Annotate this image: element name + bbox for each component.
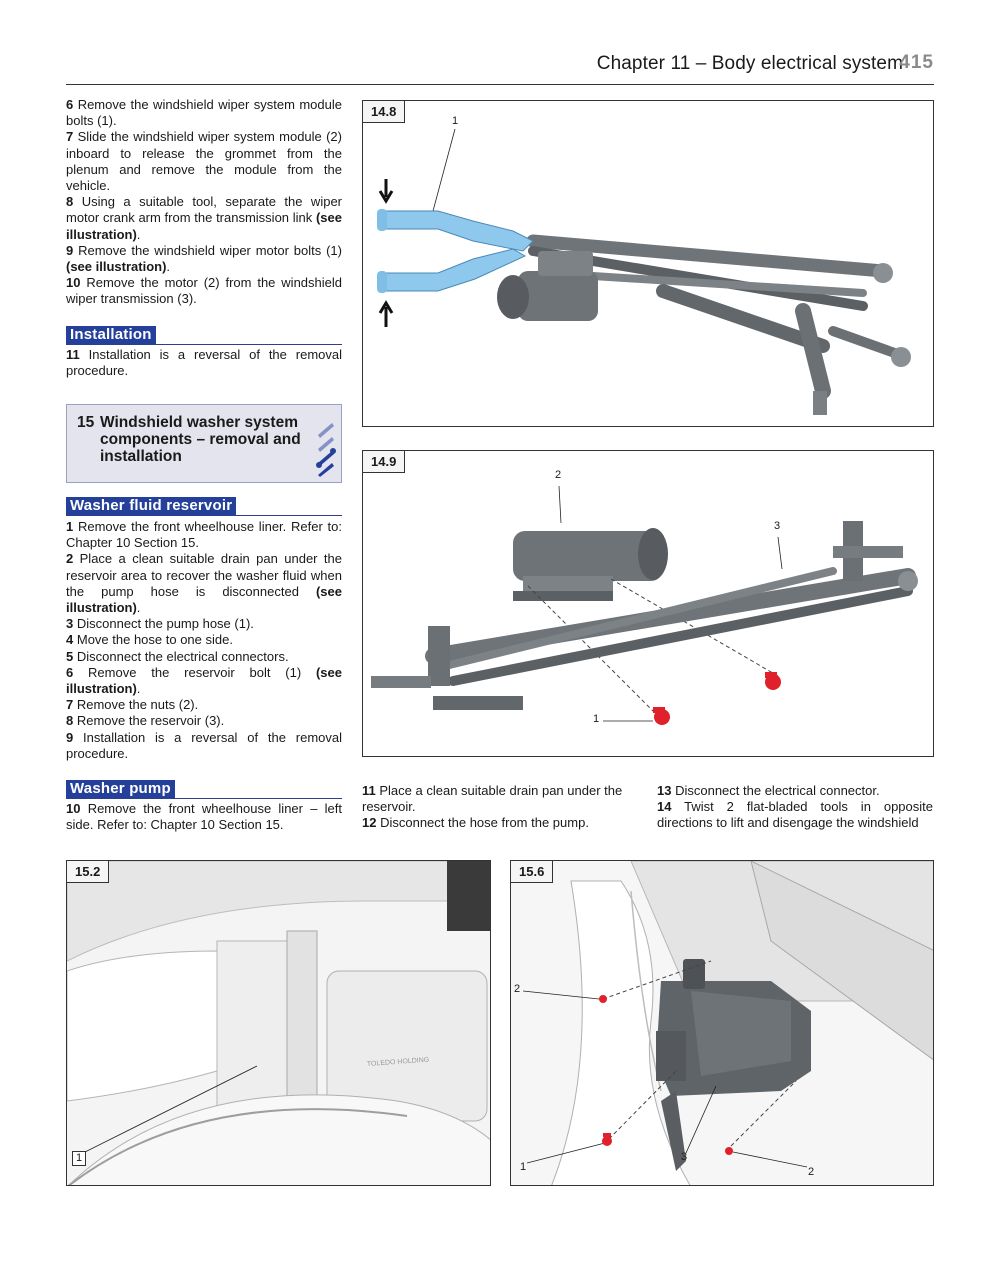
step-11b: 11 Place a clean suitable drain pan unde…	[362, 783, 623, 815]
figure-label: 14.9	[363, 451, 406, 473]
callout-1: 1	[72, 1151, 87, 1166]
washer-reservoir-exploded-illustration	[511, 861, 933, 1185]
wheelhouse-pump-location-illustration: TOLEDO HOLDING	[67, 861, 490, 1185]
step-6: 6 Remove the windshield wiper system mod…	[66, 97, 342, 129]
see-illustration-link: (see illustration)	[66, 583, 342, 616]
callout-2: 2	[555, 469, 562, 481]
step-5: 5 Disconnect the electrical connectors.	[66, 648, 289, 664]
step-7: 7 Slide the windshield wiper system modu…	[66, 129, 342, 194]
step-14: 14 Twist 2 flat-bladed tools in opposite…	[657, 799, 933, 831]
middle-column-steps: 11 Place a clean suitable drain pan unde…	[362, 783, 638, 832]
page-number: 415	[899, 52, 934, 73]
step-7b: 7 Remove the nuts (2).	[66, 697, 199, 713]
callout-1: 1	[452, 115, 459, 127]
section-number: 15	[77, 414, 95, 431]
wiper-linkage-tool-illustration	[377, 128, 911, 415]
step-13: 13 Disconnect the electrical connector.	[657, 783, 880, 798]
callout-2: 2	[514, 983, 521, 995]
figure-15-2: TOLEDO HOLDING 15.2 1	[66, 860, 491, 1186]
section-title: Windshield washer system components – re…	[100, 414, 301, 465]
see-illustration-link: (see illustration)	[66, 210, 342, 242]
step-9b: 9 Installation is a reversal of the remo…	[66, 729, 342, 761]
right-column-steps: 13 Disconnect the electrical connector. …	[657, 783, 933, 832]
step-8: 8 Using a suitable tool, separate the wi…	[66, 194, 342, 242]
callout-3: 3	[681, 1151, 688, 1163]
step-11: 11 Installation is a reversal of the rem…	[66, 347, 342, 379]
figure-label: 14.8	[363, 101, 406, 123]
figure-label: 15.6	[511, 861, 554, 883]
figure-label: 15.2	[67, 861, 110, 883]
step-12: 12 Disconnect the hose from the pump.	[362, 815, 589, 831]
section-15-title-box: 15 Windshield washer system components –…	[66, 404, 342, 483]
pump-steps: 10 Remove the front wheelhouse liner – l…	[66, 801, 342, 833]
see-illustration-link: (see illustration)	[66, 664, 342, 697]
callout-1: 1	[593, 713, 600, 725]
wiper-removal-steps: 6 Remove the windshield wiper system mod…	[66, 97, 342, 308]
step-1: 1 Remove the front wheelhouse liner. Ref…	[66, 519, 342, 551]
step-3: 3 Disconnect the pump hose (1).	[66, 616, 254, 632]
step-10b: 10 Remove the front wheelhouse liner – l…	[66, 801, 342, 833]
figure-14-9: 14.9 2 3 1	[362, 450, 934, 757]
reservoir-steps: 1 Remove the front wheelhouse liner. Ref…	[66, 519, 342, 762]
see-illustration-link: (see illustration)	[66, 259, 167, 275]
reservoir-heading: Washer fluid reservoir	[66, 496, 342, 516]
pump-heading: Washer pump	[66, 779, 342, 799]
callout-2b: 2	[808, 1166, 815, 1178]
step-10: 10 Remove the motor (2) from the windshi…	[66, 275, 342, 307]
header-rule	[66, 84, 934, 85]
step-2: 2 Place a clean suitable drain pan under…	[66, 551, 342, 616]
wiper-motor-exploded-illustration	[371, 485, 918, 725]
step-6b: 6 Remove the reservoir bolt (1) (see ill…	[66, 664, 342, 697]
installation-steps: 11 Installation is a reversal of the rem…	[66, 347, 342, 379]
step-9: 9 Remove the windshield wiper motor bolt…	[66, 242, 342, 275]
figure-15-6: 15.6 2 1 3 2	[510, 860, 934, 1186]
callout-3: 3	[774, 520, 781, 532]
chapter-title: Chapter 11 – Body electrical system	[596, 53, 903, 74]
step-4: 4 Move the hose to one side.	[66, 632, 233, 648]
embossed-text: TOLEDO HOLDING	[367, 1057, 430, 1068]
callout-1: 1	[520, 1161, 527, 1173]
difficulty-spanner-icon	[316, 423, 336, 477]
installation-heading: Installation	[66, 325, 342, 345]
step-8b: 8 Remove the reservoir (3).	[66, 713, 225, 729]
figure-14-8: 14.8 1	[362, 100, 934, 427]
